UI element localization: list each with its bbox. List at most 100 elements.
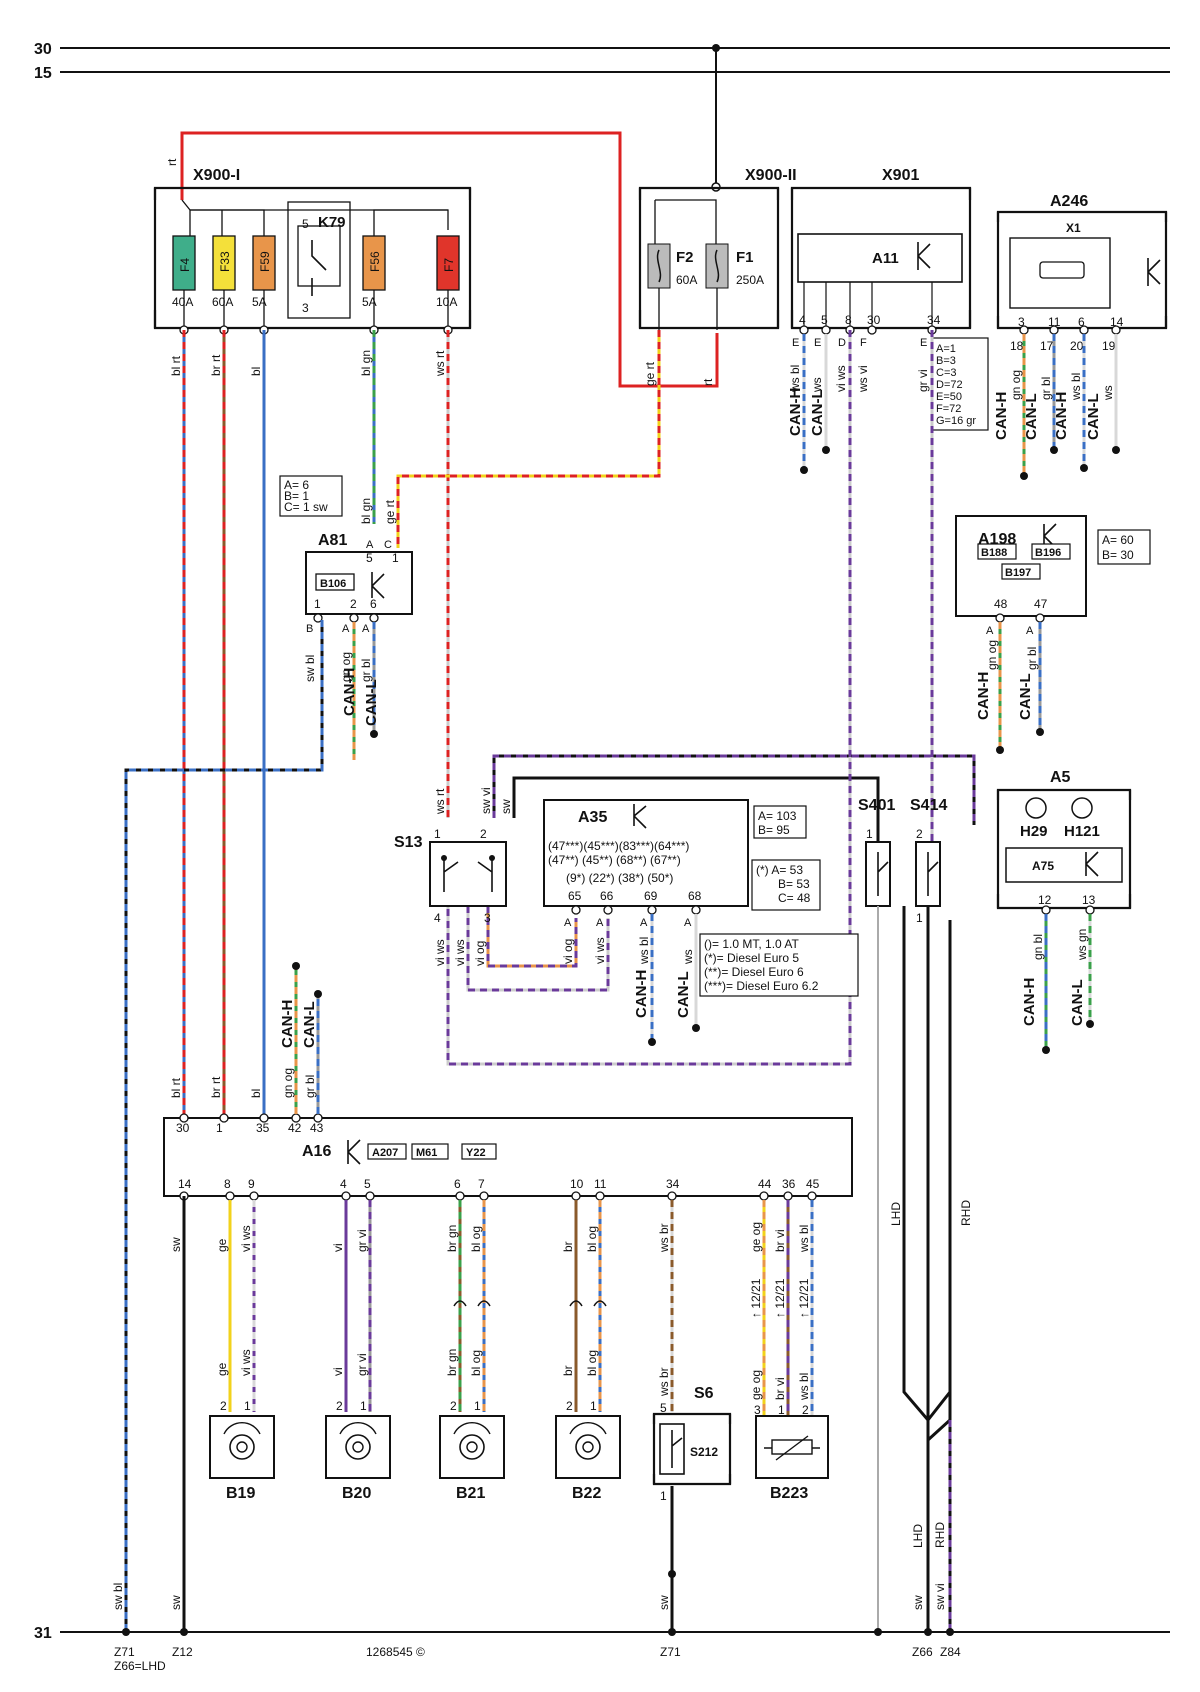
s6-switch: S6 S212 5 1 sw bbox=[652, 1385, 732, 1632]
svg-text:S212: S212 bbox=[690, 1445, 718, 1459]
svg-text:sw: sw bbox=[911, 1595, 925, 1610]
svg-text:bl og: bl og bbox=[585, 1226, 599, 1252]
svg-text:3: 3 bbox=[302, 301, 309, 315]
svg-text:vi: vi bbox=[331, 1243, 345, 1252]
svg-text:sw: sw bbox=[169, 1595, 183, 1610]
svg-text:45: 45 bbox=[806, 1177, 820, 1191]
svg-text:5: 5 bbox=[366, 551, 373, 565]
x900i-wires: bl rt br rt bl bl gn ws rt bbox=[169, 330, 450, 1130]
svg-text:A: A bbox=[640, 917, 648, 929]
svg-text:bl og: bl og bbox=[469, 1350, 483, 1376]
svg-text:13: 13 bbox=[1082, 893, 1096, 907]
x900i-rt-label: rt bbox=[165, 158, 179, 166]
svg-text:CAN-L: CAN-L bbox=[809, 389, 826, 436]
bus-15-label: 15 bbox=[34, 65, 52, 82]
svg-text:B22: B22 bbox=[572, 1485, 601, 1502]
svg-text:gr vi: gr vi bbox=[355, 1229, 369, 1252]
svg-text:LHD: LHD bbox=[889, 1202, 903, 1226]
svg-text:B188: B188 bbox=[981, 547, 1007, 559]
svg-text:A: A bbox=[564, 917, 572, 929]
svg-text:B: B bbox=[306, 623, 313, 635]
svg-text:7: 7 bbox=[478, 1177, 485, 1191]
svg-text:B= 95: B= 95 bbox=[758, 823, 790, 837]
svg-text:3: 3 bbox=[484, 911, 491, 925]
svg-text:E: E bbox=[814, 337, 821, 349]
svg-text:bl rt: bl rt bbox=[169, 355, 183, 376]
svg-text:ws: ws bbox=[1101, 385, 1115, 401]
svg-text:gr bl: gr bl bbox=[303, 1075, 317, 1098]
svg-text:1: 1 bbox=[434, 827, 441, 841]
svg-text:F1: F1 bbox=[736, 249, 754, 266]
svg-text:vi ws: vi ws bbox=[239, 1225, 253, 1252]
svg-text:gn og: gn og bbox=[985, 640, 999, 670]
svg-text:CAN-H: CAN-H bbox=[1053, 392, 1070, 440]
svg-text:(*) A= 53: (*) A= 53 bbox=[756, 863, 803, 877]
svg-text:gr vi: gr vi bbox=[355, 1353, 369, 1376]
svg-text:vi: vi bbox=[331, 1367, 345, 1376]
svg-text:14: 14 bbox=[178, 1177, 192, 1191]
svg-text:br rt: br rt bbox=[209, 1076, 223, 1098]
s13-a35-area: S13 1 2 4 3 ws rt sw vi sw vi ws vi ws v… bbox=[124, 330, 976, 1632]
svg-text:10A: 10A bbox=[436, 295, 457, 309]
svg-text:4: 4 bbox=[340, 1177, 347, 1191]
svg-text:()= 1.0 MT, 1.0 AT: ()= 1.0 MT, 1.0 AT bbox=[704, 937, 799, 951]
svg-text:B21: B21 bbox=[456, 1485, 485, 1502]
svg-text:1: 1 bbox=[392, 551, 399, 565]
svg-text:6: 6 bbox=[370, 597, 377, 611]
svg-text:(***)= Diesel Euro 6.2: (***)= Diesel Euro 6.2 bbox=[704, 979, 819, 993]
svg-text:48: 48 bbox=[994, 597, 1008, 611]
svg-text:sw bl: sw bl bbox=[111, 1583, 125, 1610]
svg-text:17: 17 bbox=[1040, 339, 1054, 353]
svg-text:B197: B197 bbox=[1005, 567, 1031, 579]
svg-text:1: 1 bbox=[314, 597, 321, 611]
svg-text:1: 1 bbox=[244, 1399, 251, 1413]
svg-text:gr bl: gr bl bbox=[1039, 377, 1053, 400]
svg-text:gn og: gn og bbox=[1009, 370, 1023, 400]
svg-text:vi ws: vi ws bbox=[593, 937, 607, 964]
svg-text:sw bl: sw bl bbox=[303, 655, 317, 682]
svg-text:bl gn: bl gn bbox=[359, 350, 373, 376]
svg-text:gr bl: gr bl bbox=[1025, 647, 1039, 670]
svg-text:4: 4 bbox=[799, 313, 806, 327]
svg-text:sw vi: sw vi bbox=[933, 1583, 947, 1610]
x900ii-fusebox: X900-II F2 60A F1 250A ge rt rt bbox=[396, 167, 797, 548]
svg-text:br gn: br gn bbox=[445, 1349, 459, 1376]
svg-text:ws vi: ws vi bbox=[856, 365, 870, 393]
svg-text:ws: ws bbox=[810, 377, 824, 393]
svg-text:1: 1 bbox=[778, 1403, 785, 1417]
svg-text:G=16 gr: G=16 gr bbox=[936, 415, 976, 427]
svg-text:11: 11 bbox=[1048, 315, 1061, 329]
svg-text:60A: 60A bbox=[676, 273, 697, 287]
svg-text:42: 42 bbox=[288, 1121, 302, 1135]
svg-text:66: 66 bbox=[600, 889, 614, 903]
svg-text:A: A bbox=[684, 917, 692, 929]
svg-text:(47***)(45***)(83***)(64***): (47***)(45***)(83***)(64***) bbox=[548, 839, 689, 853]
x900i-title: X900-I bbox=[193, 167, 240, 184]
svg-text:bl og: bl og bbox=[585, 1350, 599, 1376]
svg-text:CAN-L: CAN-L bbox=[1085, 393, 1102, 440]
svg-text:1: 1 bbox=[590, 1399, 597, 1413]
svg-text:1: 1 bbox=[916, 911, 923, 925]
svg-text:CAN-H: CAN-H bbox=[975, 672, 992, 720]
svg-text:2: 2 bbox=[220, 1399, 227, 1413]
svg-text:br vi: br vi bbox=[773, 1229, 787, 1252]
svg-text:ws rt: ws rt bbox=[433, 788, 447, 815]
svg-text:ws rt: ws rt bbox=[433, 350, 447, 377]
svg-text:Z66: Z66 bbox=[912, 1645, 933, 1659]
svg-text:ws br: ws br bbox=[657, 1367, 671, 1397]
svg-text:2: 2 bbox=[450, 1399, 457, 1413]
svg-text:sw: sw bbox=[657, 1595, 671, 1610]
s401-title: S401 bbox=[858, 797, 895, 814]
s414-title: S414 bbox=[910, 797, 947, 814]
svg-text:M61: M61 bbox=[416, 1147, 437, 1159]
a16-title: A16 bbox=[302, 1143, 331, 1160]
svg-text:vi ws: vi ws bbox=[834, 365, 848, 392]
svg-text:19: 19 bbox=[1102, 339, 1116, 353]
svg-text:vi og: vi og bbox=[473, 941, 487, 966]
svg-text:8: 8 bbox=[845, 313, 852, 327]
svg-text:2: 2 bbox=[916, 827, 923, 841]
